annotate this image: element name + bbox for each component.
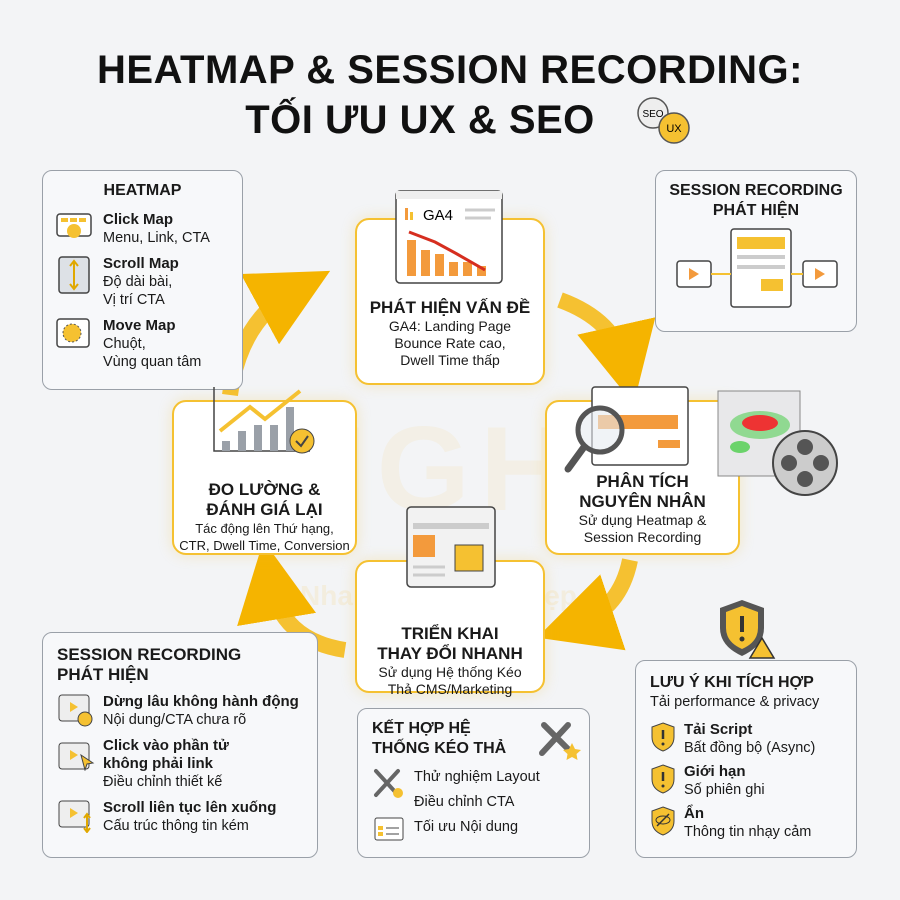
growth-chart-award-icon (213, 387, 315, 454)
analysis-illustration (564, 386, 838, 496)
video-cursor-icon (58, 742, 95, 771)
item-title: Ẩn (684, 805, 704, 822)
list-item: Giới hạn Số phiên ghi (650, 763, 842, 799)
content-list-icon (374, 817, 404, 841)
video-clock-icon (58, 694, 93, 727)
list-item: Scroll Map Độ dài bài, Vị trí CTA (55, 255, 230, 309)
step-desc: Bounce Rate cao, (394, 335, 506, 351)
item-title: Tải Script (684, 721, 753, 738)
item-desc: Thông tin nhạy cảm (684, 824, 812, 840)
panel-title: PHÁT HIỆN (712, 202, 800, 219)
integration-notes-panel: LƯU Ý KHI TÍCH HỢP Tải performance & pri… (635, 660, 857, 858)
shield-exclamation-icon (651, 764, 675, 794)
item-desc: Bất đồng bộ (Async) (684, 740, 816, 756)
step-desc: Tác động lên Thứ hạng, (195, 521, 334, 536)
step-desc: Sử dụng Heatmap & (578, 512, 707, 528)
drag-drop-icon (406, 506, 496, 588)
panel-title: KẾT HỢP HỆ (372, 720, 471, 737)
step-desc: CTR, Dwell Time, Conversion (179, 538, 350, 553)
step-implement-changes: TRIỂN KHAI THAY ĐỔI NHANH Sử dụng Hệ thố… (355, 560, 545, 697)
drag-drop-cms-panel: KẾT HỢP HỆ THỐNG KÉO THẢ Thử nghiệm Layo… (357, 708, 590, 858)
step-desc: Session Recording (583, 529, 702, 545)
svg-text:GA4: GA4 (423, 207, 453, 224)
item-title: Scroll liên tục lên xuống (103, 799, 277, 816)
arrow-implement-to-measure (237, 540, 347, 658)
step-title: THAY ĐỔI NHANH (377, 644, 523, 663)
page-title-line1: HEATMAP & SESSION RECORDING: (97, 48, 803, 92)
step-title: TRIỂN KHAI (401, 624, 499, 643)
ga4-chart-icon: GA4 (395, 190, 503, 284)
item-desc: Nội dung/CTA chưa rõ (103, 712, 247, 728)
panel-subtitle: Tải performance & privacy (650, 694, 820, 710)
item-title: Click Map (103, 211, 174, 228)
click-map-icon (56, 213, 92, 238)
session-recording-bottom-panel: SESSION RECORDING PHÁT HIỆN Dừng lâu khô… (42, 632, 318, 858)
list-item: Tối ưu Nội dung (414, 819, 519, 835)
arrow-analyze-to-implement (537, 558, 638, 651)
item-desc: Vị trí CTA (103, 292, 165, 308)
item-desc: Số phiên ghi (684, 782, 765, 798)
step-desc: GA4: Landing Page (388, 318, 512, 334)
step-desc: Dwell Time thấp (400, 352, 500, 368)
move-map-icon (56, 318, 90, 348)
item-title: Giới hạn (684, 763, 746, 780)
item-desc: Cấu trúc thông tin kém (103, 818, 249, 834)
panel-title: LƯU Ý KHI TÍCH HỢP (650, 674, 814, 691)
step-title: PHÁT HIỆN VẤN ĐỀ (369, 298, 531, 317)
tools-star-icon (539, 722, 581, 760)
item-desc: Độ dài bài, (103, 274, 173, 290)
scroll-map-icon (58, 256, 90, 294)
item-desc: Chuột, (103, 336, 146, 352)
step-title: ĐÁNH GIÁ LẠI (206, 500, 323, 519)
warning-shield-icon (720, 600, 776, 659)
item-desc: Vùng quan tâm (103, 354, 202, 370)
seo-ux-icon: SEO UX (637, 97, 690, 144)
item-desc: Menu, Link, CTA (103, 230, 210, 246)
panel-title: SESSION RECORDING (57, 645, 242, 664)
film-reel-icon (772, 430, 838, 496)
list-item: Điều chỉnh CTA (414, 794, 515, 810)
heatmap-title: HEATMAP (103, 182, 182, 199)
step-measure-evaluate: ĐO LƯỜNG & ĐÁNH GIÁ LẠI Tác động lên Thứ… (172, 400, 357, 555)
session-recording-top-panel: SESSION RECORDING PHÁT HIỆN (655, 170, 857, 332)
shield-eye-off-icon (651, 806, 675, 836)
item-title: Dừng lâu không hành động (103, 693, 299, 710)
item-title: Scroll Map (103, 255, 179, 272)
arrow-detect-to-analyze (557, 292, 656, 405)
video-scroll-icon (58, 800, 91, 833)
page-title-line2: TỐI ƯU UX & SEO (245, 98, 595, 142)
svg-text:UX: UX (666, 123, 682, 135)
step-title: NGUYÊN NHÂN (579, 492, 706, 511)
item-title: Click vào phần tử (103, 737, 229, 754)
svg-text:SEO: SEO (642, 109, 663, 120)
step-title: ĐO LƯỜNG & (208, 480, 321, 499)
heatmap-thumbnail-icon (717, 390, 801, 477)
item-title: Move Map (103, 317, 176, 334)
session-recording-illustration-icon (676, 228, 838, 308)
shield-exclamation-icon (651, 722, 675, 752)
step-title: PHÂN TÍCH (596, 472, 689, 491)
tools-icon (374, 769, 403, 798)
magnifier-icon (564, 405, 625, 473)
list-item: Thử nghiệm Layout (414, 769, 540, 785)
panel-title: THỐNG KÉO THẢ (372, 740, 507, 757)
item-title: không phải link (103, 755, 214, 772)
step-desc: Thả CMS/Marketing (387, 681, 513, 697)
panel-title: SESSION RECORDING (669, 182, 843, 199)
item-desc: Điều chỉnh thiết kế (103, 774, 223, 790)
panel-title: PHÁT HIỆN (57, 665, 149, 684)
step-desc: Sử dụng Hệ thống Kéo (378, 664, 522, 680)
